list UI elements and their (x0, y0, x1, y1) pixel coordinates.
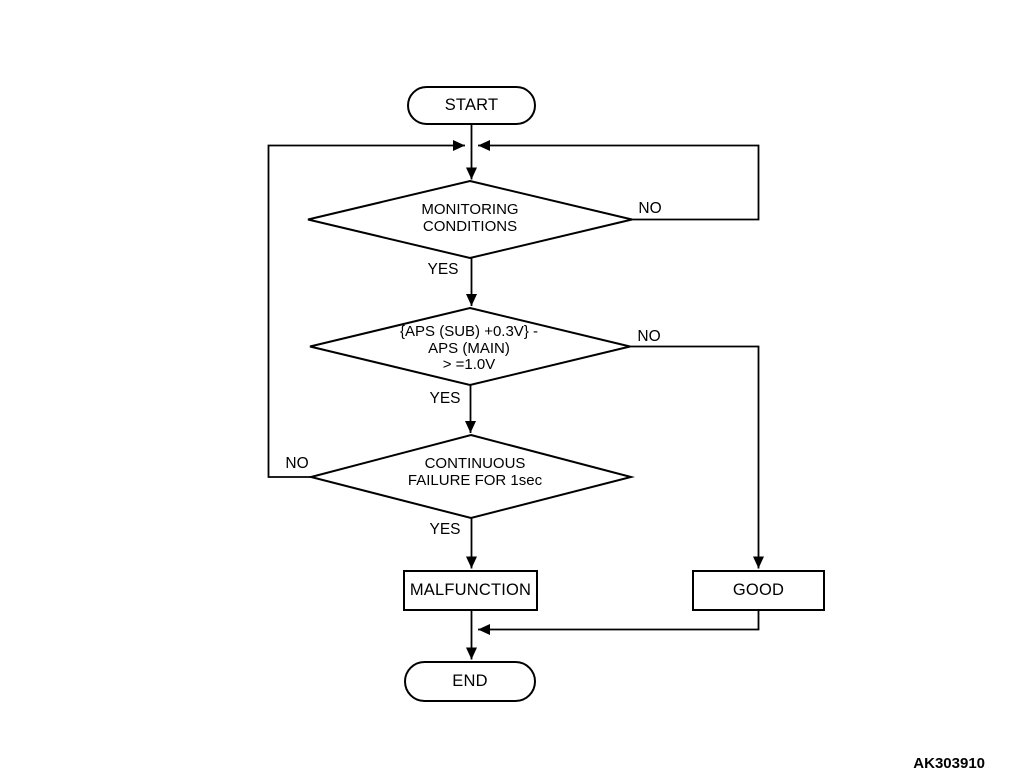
edge-good-to-end-junction (478, 610, 760, 635)
end-node-label: END (452, 672, 488, 690)
monitoring-decision-line2: CONDITIONS (422, 217, 518, 235)
good-process-shape (692, 570, 825, 611)
edge-continuous-no-loop (267, 140, 465, 478)
aps-decision-line3: > =1.0V (442, 356, 496, 373)
monitoring-decision-line1: MONITORING (421, 201, 519, 218)
continuous-decision-shape (307, 433, 635, 520)
edge-monitoring-no-loop (478, 140, 760, 221)
aps-decision-line2: APS (MAIN) (428, 339, 510, 357)
monitoring-decision-shape (307, 179, 633, 260)
aps-yes-label: YES (429, 390, 461, 407)
continuous-decision-line1: CONTINUOUS (424, 455, 526, 472)
malfunction-process-shape (403, 570, 538, 611)
end-terminator-shape (404, 661, 536, 702)
start-terminator-shape (407, 86, 536, 125)
monitoring-no-label: NO (638, 200, 662, 217)
start-node-label: START (444, 96, 499, 114)
figure-code: AK303910 (913, 755, 985, 772)
aps-decision-shape (309, 306, 631, 387)
continuous-no-label: NO (285, 455, 309, 472)
continuous-yes-label: YES (429, 521, 461, 538)
malfunction-node-label: MALFUNCTION (409, 581, 532, 599)
edge-aps-no-to-good (630, 345, 764, 569)
monitoring-yes-label: YES (427, 261, 459, 278)
continuous-decision-line2: FAILURE FOR 1sec (407, 471, 543, 489)
monitoring-decision-label: MONITORING CONDITIONS (421, 201, 519, 235)
aps-no-label: NO (637, 328, 661, 345)
good-node-label: GOOD (732, 581, 785, 599)
aps-decision-line1: {APS (SUB) +0.3V} - (400, 323, 538, 340)
aps-decision-label: {APS (SUB) +0.3V} - APS (MAIN) > =1.0V (400, 323, 538, 374)
continuous-decision-label: CONTINUOUS FAILURE FOR 1sec (407, 455, 543, 489)
